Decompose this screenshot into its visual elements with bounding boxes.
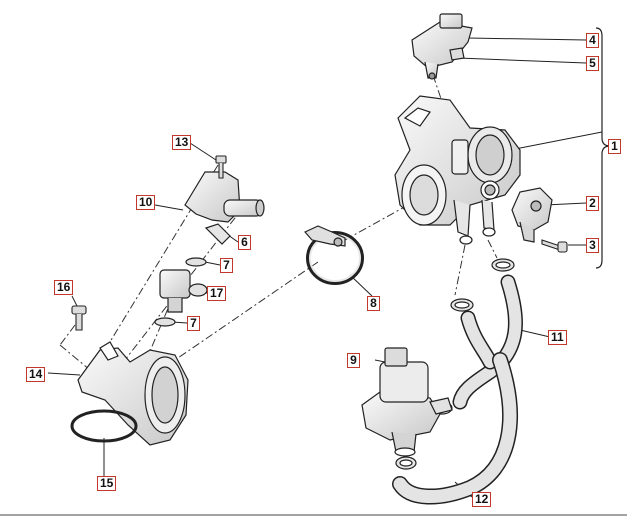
callout-3: 3 — [586, 238, 599, 253]
callout-13: 13 — [172, 135, 192, 150]
solenoid-valve — [361, 347, 453, 457]
throttle-body — [394, 95, 521, 245]
callout-6: 6 — [238, 235, 251, 250]
screw — [541, 239, 568, 253]
map-sensor — [411, 13, 473, 80]
injector-assembly — [154, 257, 208, 327]
callout-14: 14 — [26, 367, 46, 382]
callout-2: 2 — [586, 196, 599, 211]
mounting-bolt — [71, 305, 87, 331]
callout-1: 1 — [608, 139, 621, 154]
callout-5: 5 — [586, 56, 599, 71]
o-ring — [70, 409, 138, 443]
callout-15: 15 — [97, 476, 117, 491]
callout-7-upper: 7 — [220, 258, 233, 273]
callout-4: 4 — [586, 33, 599, 48]
band-clamp — [304, 225, 364, 285]
fuel-rail-bracket — [184, 171, 265, 245]
callout-16: 16 — [54, 280, 74, 295]
rail-bolt — [215, 155, 227, 179]
callout-10: 10 — [136, 195, 156, 210]
intake-adapter — [77, 341, 189, 446]
callout-8: 8 — [367, 296, 380, 311]
callout-12: 12 — [472, 492, 492, 507]
callout-17: 17 — [207, 286, 227, 301]
leader-lines — [47, 37, 603, 498]
return-hose — [392, 352, 518, 505]
callout-7-lower: 7 — [187, 316, 200, 331]
vacuum-hose — [452, 274, 523, 410]
throttle-position-sensor — [511, 187, 553, 243]
callout-11: 11 — [548, 330, 567, 345]
callout-9: 9 — [347, 353, 360, 368]
